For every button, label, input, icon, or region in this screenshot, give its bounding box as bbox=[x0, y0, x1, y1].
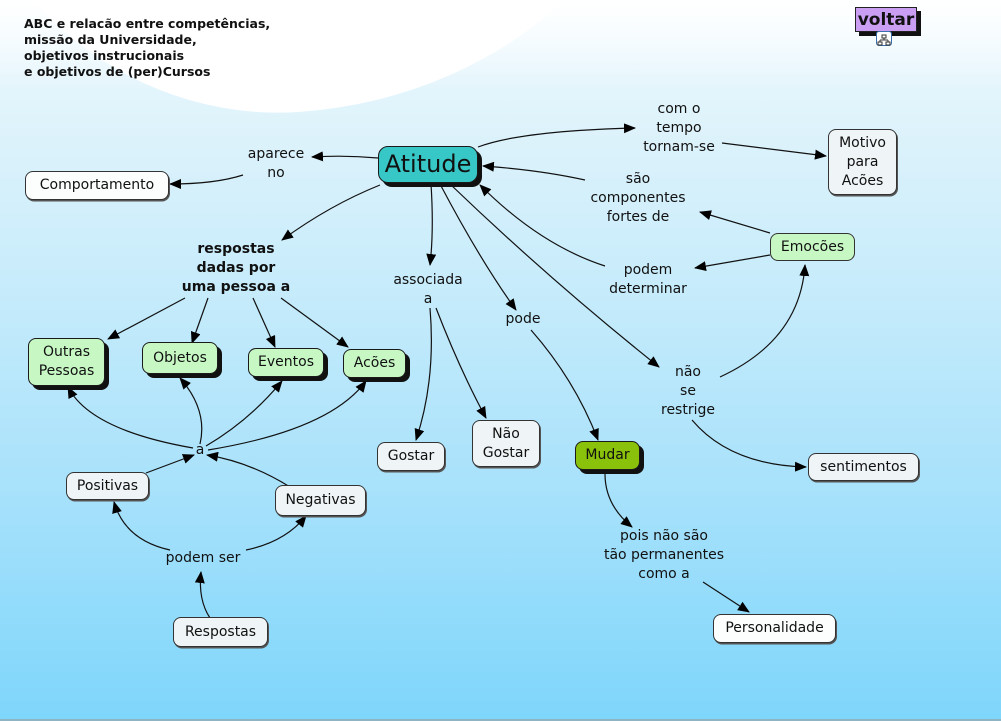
edge-respostas-outras bbox=[107, 297, 186, 340]
edge-respostas-podemser bbox=[194, 571, 211, 619]
concept-acoes[interactable]: Acões bbox=[343, 349, 406, 378]
edge-atitude-comotempo bbox=[477, 123, 636, 148]
edge-tornam-motivo bbox=[721, 142, 827, 160]
concept-eventos[interactable]: Eventos bbox=[248, 348, 324, 377]
voltar-button[interactable]: voltar bbox=[855, 7, 917, 32]
edge-atitude-pode bbox=[439, 183, 517, 311]
edge-respostas-objetos bbox=[190, 297, 209, 344]
map-title: ABC e relacão entre competências, missão… bbox=[24, 16, 271, 79]
edge-pois-personalidade bbox=[702, 581, 750, 613]
edge-aparece-comportamento bbox=[169, 174, 244, 189]
concept-emocoes[interactable]: Emocões bbox=[770, 233, 855, 261]
concept-mudar[interactable]: Mudar bbox=[575, 441, 640, 470]
concept-outras-pessoas[interactable]: Outras Pessoas bbox=[28, 338, 105, 386]
link-pois-nao-sao: pois não são tão permanentes como a bbox=[603, 528, 725, 582]
bottom-border bbox=[0, 719, 1001, 721]
edge-a-objetos bbox=[179, 377, 203, 445]
concept-personalidade[interactable]: Personalidade bbox=[713, 614, 836, 643]
edge-associada-gostar bbox=[414, 307, 432, 441]
concept-atitude[interactable]: Atitude bbox=[378, 146, 478, 183]
edge-pode-mudar bbox=[530, 329, 599, 441]
edge-a-eventos bbox=[205, 380, 283, 447]
link-a: a bbox=[195, 442, 205, 458]
edge-respostas-acoes bbox=[280, 297, 349, 348]
edge-emocoes-determinar bbox=[694, 254, 771, 272]
link-podem-determinar: podem determinar bbox=[609, 262, 687, 297]
concept-map-link-icon[interactable] bbox=[876, 31, 892, 46]
edge-podemser-negativas bbox=[245, 515, 307, 551]
edge-a-outras bbox=[67, 386, 194, 449]
link-associada-a: associada a bbox=[393, 272, 463, 307]
edge-a-acoes bbox=[207, 380, 367, 451]
link-respostas-dadas: respostas dadas por uma pessoa a bbox=[181, 241, 291, 295]
edge-determinar-atitude bbox=[479, 184, 606, 267]
edge-emocoes-componentes bbox=[699, 210, 771, 234]
concept-gostar[interactable]: Gostar bbox=[377, 442, 445, 471]
concept-motivo-para-acoes[interactable]: Motivo para Acões bbox=[828, 129, 897, 195]
edge-podemser-positivas bbox=[112, 501, 171, 551]
link-com-o-tempo: com o tempo tornam-se bbox=[643, 101, 715, 155]
concept-sentimentos[interactable]: sentimentos bbox=[808, 453, 919, 481]
edge-respostas-eventos bbox=[252, 297, 276, 348]
edge-atitude-restrige bbox=[449, 183, 660, 368]
link-podem-ser: podem ser bbox=[165, 550, 241, 566]
concept-positivas[interactable]: Positivas bbox=[66, 472, 149, 500]
concept-objetos[interactable]: Objetos bbox=[142, 342, 218, 374]
link-pode: pode bbox=[505, 311, 541, 327]
concept-respostas[interactable]: Respostas bbox=[173, 617, 268, 647]
concept-negativas[interactable]: Negativas bbox=[275, 485, 366, 516]
edge-associada-naogostar bbox=[435, 307, 487, 419]
link-sao-componentes: são componentes fortes de bbox=[590, 171, 686, 225]
link-nao-se-restrige: não se restrige bbox=[661, 364, 715, 418]
edge-restrige-sentimentos bbox=[691, 419, 807, 472]
edge-restrige-emocoes bbox=[719, 264, 810, 378]
link-aparece-no: aparece no bbox=[247, 146, 305, 181]
edge-negativas-a bbox=[206, 451, 291, 488]
edge-atitude-respostas bbox=[281, 184, 381, 241]
edge-componentes-atitude bbox=[482, 161, 586, 181]
concept-nao-gostar[interactable]: Não Gostar bbox=[472, 420, 540, 467]
edge-atitude-associada bbox=[426, 183, 437, 266]
edge-positivas-a bbox=[145, 454, 195, 474]
concept-comportamento[interactable]: Comportamento bbox=[25, 171, 169, 200]
hierarchy-icon bbox=[877, 34, 891, 46]
edge-mudar-pois bbox=[604, 473, 633, 528]
edge-atitude-aparece bbox=[311, 151, 379, 162]
